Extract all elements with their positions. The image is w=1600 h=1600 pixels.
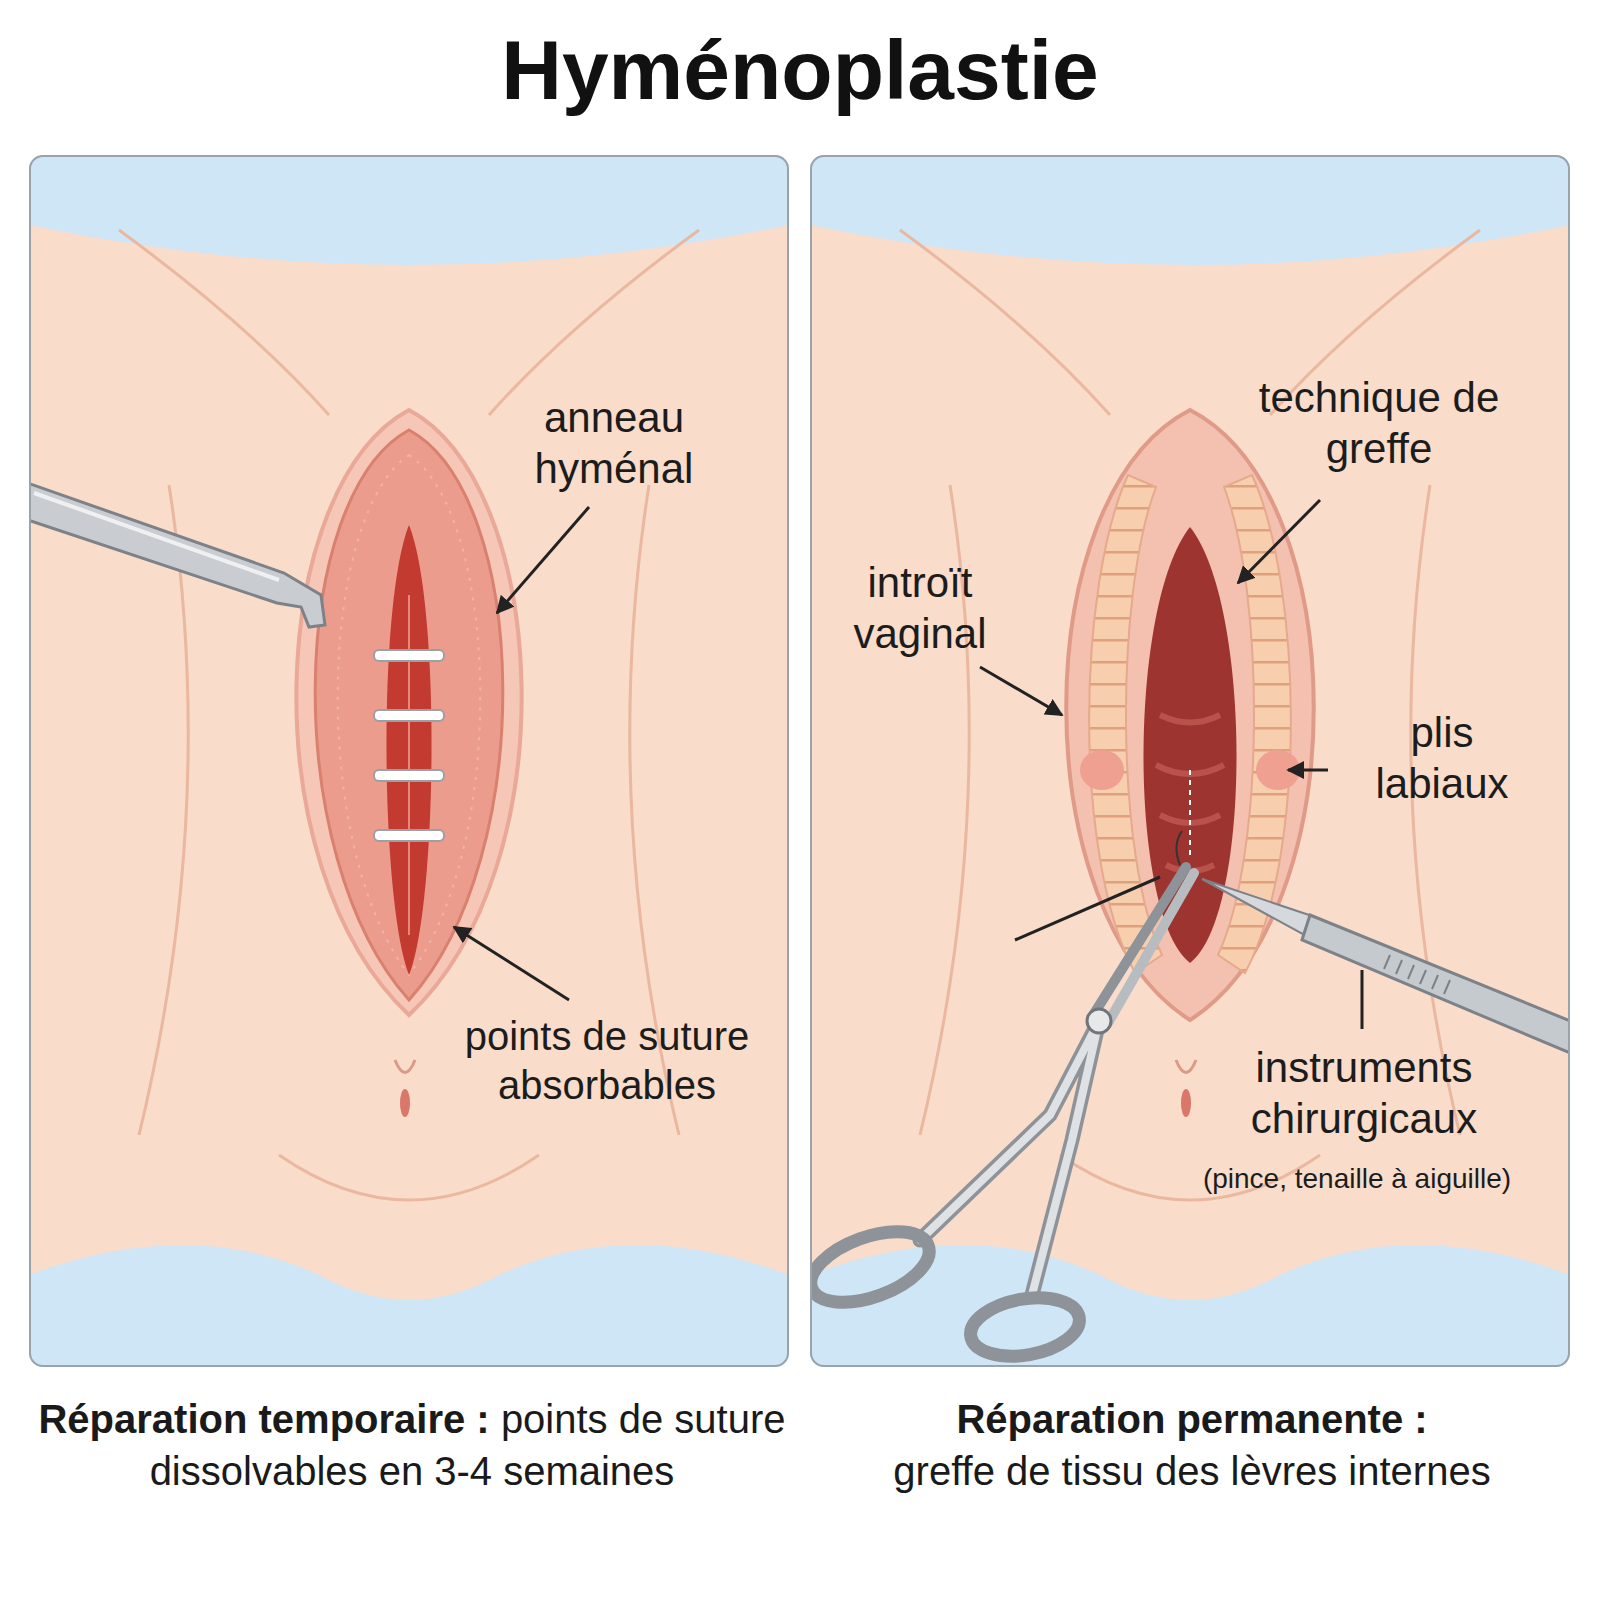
- caption-block: Réparation temporaire :points de suture …: [12, 1393, 812, 1497]
- scissors-handle: [920, 1021, 1099, 1295]
- leader-line: [497, 507, 589, 613]
- labia: [1066, 410, 1314, 1020]
- caption-heading: Réparation temporaire :: [38, 1397, 489, 1441]
- callout-label: anneau hyménal: [484, 392, 744, 494]
- suture-thread: [1176, 831, 1182, 865]
- leader-line: [1288, 769, 1328, 772]
- scissors-blade: [1092, 867, 1186, 1017]
- leader-line: [1015, 877, 1160, 940]
- scissors-handle: [920, 1021, 1099, 1295]
- suture: [374, 770, 444, 781]
- right-clip: [810, 155, 1570, 1367]
- illustration-panel: anneau hyménal points de suture absorbabl…: [29, 155, 789, 1367]
- caption-heading: Réparation permanente :: [812, 1393, 1572, 1445]
- labia: [296, 410, 521, 1015]
- leader-line: [454, 927, 569, 1000]
- forceps: [29, 480, 325, 627]
- scalpel-handle: [1302, 915, 1570, 1055]
- scissors-pivot: [1087, 1009, 1111, 1033]
- caption-block: Réparation permanente :greffe de tissu d…: [812, 1393, 1572, 1497]
- caption-text: greffe de tissu des lèvres internes: [812, 1445, 1572, 1497]
- callout-label: plis labiaux: [1342, 707, 1542, 809]
- scalpel-blade: [1202, 879, 1315, 938]
- labial-fold: [1080, 750, 1124, 790]
- suture: [374, 830, 444, 841]
- forceps-highlight: [34, 493, 279, 580]
- callout-label: (pince, tenaille à aiguille): [1157, 1162, 1557, 1196]
- ground: [810, 155, 1570, 1367]
- suture: [374, 650, 444, 661]
- callout-label: introït vaginal: [815, 557, 1025, 659]
- vaginal-canal: [1144, 527, 1237, 963]
- scalpel-grip: [1384, 955, 1450, 994]
- scissors-ring: [810, 1218, 939, 1317]
- right-illustration: [801, 155, 1585, 1367]
- vaginal-slit: [386, 525, 431, 975]
- canal-fold: [1156, 715, 1224, 871]
- suture: [374, 710, 444, 721]
- left-illustration: [19, 155, 789, 1367]
- ring-texture: [338, 455, 481, 975]
- left-clip: [29, 155, 789, 1367]
- leader-line: [1238, 500, 1320, 583]
- callout-label: technique de greffe: [1244, 372, 1514, 474]
- incision-line: [1189, 770, 1191, 860]
- callout-label: points de suture absorbables: [422, 1012, 792, 1110]
- scissors-ring: [966, 1290, 1084, 1364]
- ground: [29, 155, 789, 1367]
- illustration-panel: technique de greffe introït vaginal plis l…: [810, 155, 1570, 1367]
- leader-line: [980, 667, 1062, 715]
- slit-line: [408, 595, 410, 935]
- leader-line: [1361, 970, 1364, 1029]
- callout-label: instruments chirurgicaux: [1214, 1042, 1514, 1144]
- title: Hyménoplastie: [0, 22, 1600, 119]
- hymenal-ring: [315, 430, 503, 1000]
